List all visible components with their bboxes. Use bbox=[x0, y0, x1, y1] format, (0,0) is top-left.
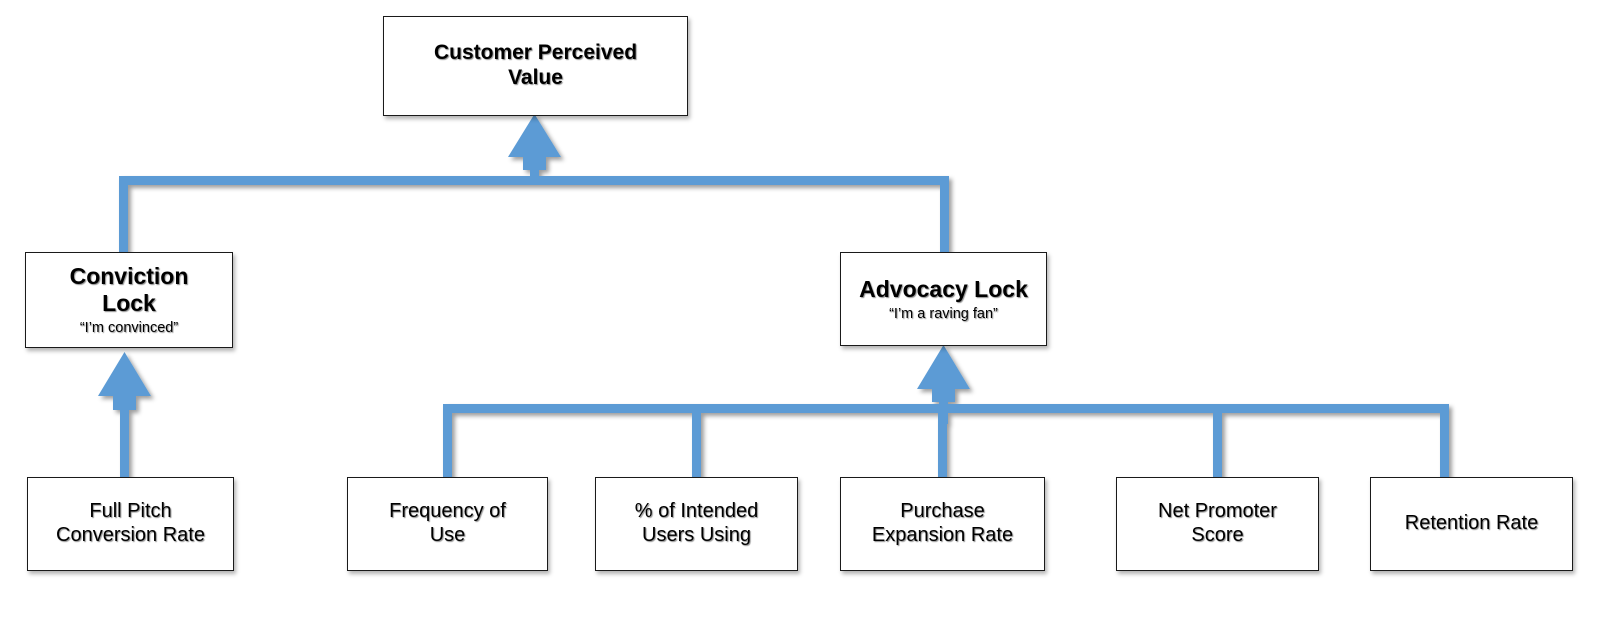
node-title: Purchase Expansion Rate bbox=[871, 500, 1014, 546]
node-title: Retention Rate bbox=[1404, 512, 1539, 535]
node-title: Net Promoter Score bbox=[1158, 500, 1277, 546]
node-retention-rate[interactable]: Retention Rate bbox=[1370, 477, 1573, 571]
node-conviction-lock[interactable]: Conviction Lock “I’m convinced” bbox=[25, 252, 233, 348]
arrowhead-to-advocacy bbox=[917, 345, 970, 402]
node-title: % of Intended Users Using bbox=[634, 500, 759, 546]
node-net-promoter-score[interactable]: Net Promoter Score bbox=[1116, 477, 1319, 571]
connector-root-to-conviction bbox=[119, 176, 128, 254]
node-customer-perceived-value[interactable]: Customer Perceived Value bbox=[383, 16, 688, 116]
node-title: Frequency of Use bbox=[389, 500, 506, 546]
node-advocacy-lock[interactable]: Advocacy Lock “I’m a raving fan” bbox=[840, 252, 1047, 346]
connector-advocacy-stem bbox=[939, 384, 948, 424]
node-title: Customer Perceived Value bbox=[433, 41, 638, 89]
connector-root-to-advocacy bbox=[940, 176, 949, 254]
connector-frequency-drop bbox=[443, 404, 452, 478]
arrowhead-to-conviction bbox=[98, 352, 151, 410]
connector-retention-drop bbox=[1440, 404, 1449, 478]
node-title: Full Pitch Conversion Rate bbox=[56, 500, 205, 546]
node-subtitle: “I’m a raving fan” bbox=[889, 305, 998, 322]
connector-purchase-drop bbox=[938, 404, 947, 478]
connector-fullpitch-stem bbox=[120, 400, 129, 478]
node-full-pitch-conversion-rate[interactable]: Full Pitch Conversion Rate bbox=[27, 477, 234, 571]
connector-nps-drop bbox=[1213, 404, 1222, 478]
connector-intended-drop bbox=[692, 404, 701, 478]
node-frequency-of-use[interactable]: Frequency of Use bbox=[347, 477, 548, 571]
node-title: Advocacy Lock bbox=[859, 275, 1028, 302]
arrowhead-to-root bbox=[508, 114, 561, 170]
node-percent-intended-users-using[interactable]: % of Intended Users Using bbox=[595, 477, 798, 571]
node-title: Conviction Lock bbox=[69, 263, 189, 317]
node-purchase-expansion-rate[interactable]: Purchase Expansion Rate bbox=[840, 477, 1045, 571]
connector-group bbox=[98, 114, 1449, 478]
node-subtitle: “I’m convinced” bbox=[79, 320, 179, 337]
